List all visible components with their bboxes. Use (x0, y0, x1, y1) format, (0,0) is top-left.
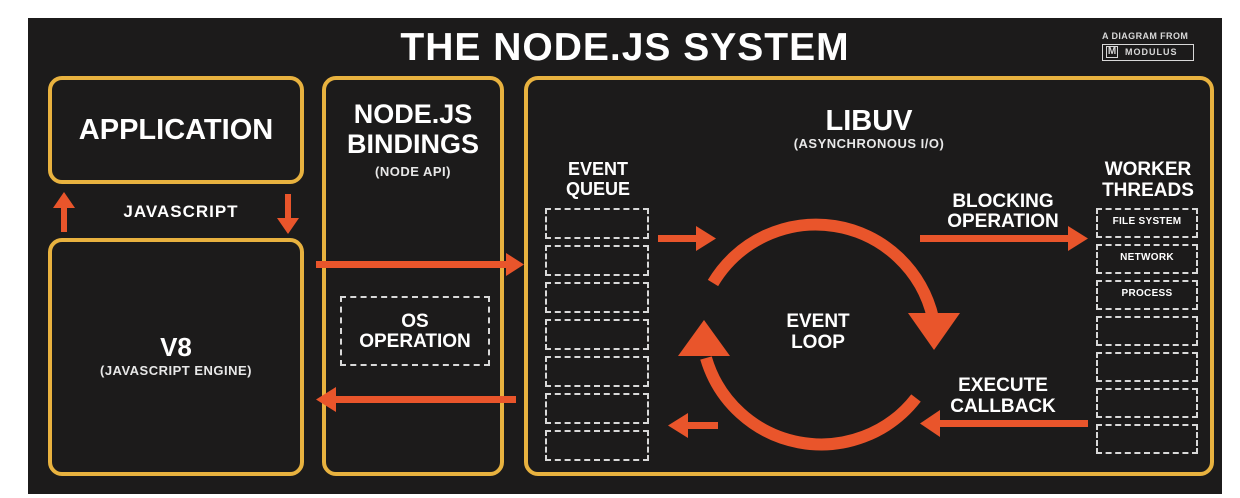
worker-slot-network-label: NETWORK (1120, 252, 1174, 263)
event-queue-slot (545, 393, 649, 424)
worker-slot-process-label: PROCESS (1121, 288, 1173, 299)
os-operation-line2: OPERATION (359, 331, 471, 352)
worker-slot-file-system-label: FILE SYSTEM (1112, 216, 1182, 227)
event-loop-line1: EVENT (786, 311, 850, 332)
event-queue-slot (545, 245, 649, 276)
event-queue-slot (545, 282, 649, 313)
libuv-to-v8-arrow (316, 387, 516, 412)
bindings-sublabel: (NODE API) (374, 164, 452, 179)
application-label: APPLICATION (78, 114, 274, 146)
worker-slot (1096, 424, 1198, 454)
bindings-title-line1: NODE.JS (353, 99, 473, 129)
brand-caption: A DIAGRAM FROM (1102, 31, 1189, 41)
javascript-label: JAVASCRIPT (123, 202, 239, 221)
diagram-panel: THE NODE.JS SYSTEM A DIAGRAM FROM M MODU… (28, 18, 1222, 494)
event-queue-slot (545, 208, 649, 239)
execute-line2: CALLBACK (950, 396, 1056, 417)
worker-slot-process (1096, 280, 1198, 310)
execute-callback-arrow (920, 410, 1088, 437)
bindings-title-line2: BINDINGS (346, 129, 479, 159)
v8-sublabel: (JAVASCRIPT ENGINE) (99, 363, 253, 378)
event-loop-cycle-arrows (678, 218, 960, 451)
bindings-box (322, 76, 504, 476)
javascript-up-arrow (53, 192, 75, 232)
event-queue-slot (545, 356, 649, 387)
worker-slot (1096, 316, 1198, 346)
libuv-label: LIBUV (825, 105, 913, 137)
worker-slot-file-system (1096, 208, 1198, 238)
worker-threads-line2: THREADS (1102, 180, 1194, 201)
blocking-line2: OPERATION (947, 211, 1059, 232)
execute-line1: EXECUTE (958, 375, 1048, 396)
event-queue-line2: QUEUE (565, 179, 630, 199)
libuv-sublabel: (ASYNCHRONOUS I/O) (793, 136, 945, 151)
v8-to-libuv-arrow (316, 253, 524, 276)
worker-threads-line1: WORKER (1104, 159, 1192, 180)
loop-to-queue-arrow (668, 413, 718, 438)
brand-name: MODULUS (1125, 47, 1178, 57)
v8-label: V8 (160, 332, 192, 362)
os-operation-line1: OS (401, 311, 429, 332)
queue-to-loop-arrow (658, 226, 716, 251)
flow-arrows (53, 192, 1088, 451)
event-queue-slot (545, 430, 649, 461)
v8-box (48, 238, 304, 476)
event-queue-line1: EVENT (567, 159, 628, 179)
brand-m-icon: M (1106, 46, 1118, 58)
javascript-down-arrow (277, 194, 299, 234)
worker-slot (1096, 388, 1198, 418)
blocking-line1: BLOCKING (952, 191, 1054, 212)
worker-slot-network (1096, 244, 1198, 274)
os-operation-box (340, 296, 490, 366)
blocking-operation-arrow (920, 226, 1088, 251)
event-loop-line2: LOOP (791, 332, 845, 353)
worker-slot (1096, 352, 1198, 382)
application-box (48, 76, 304, 184)
event-queue-slot (545, 319, 649, 350)
brand-logo: M MODULUS (1102, 44, 1194, 61)
diagram-title: THE NODE.JS SYSTEM (400, 26, 850, 69)
libuv-box (524, 76, 1214, 476)
